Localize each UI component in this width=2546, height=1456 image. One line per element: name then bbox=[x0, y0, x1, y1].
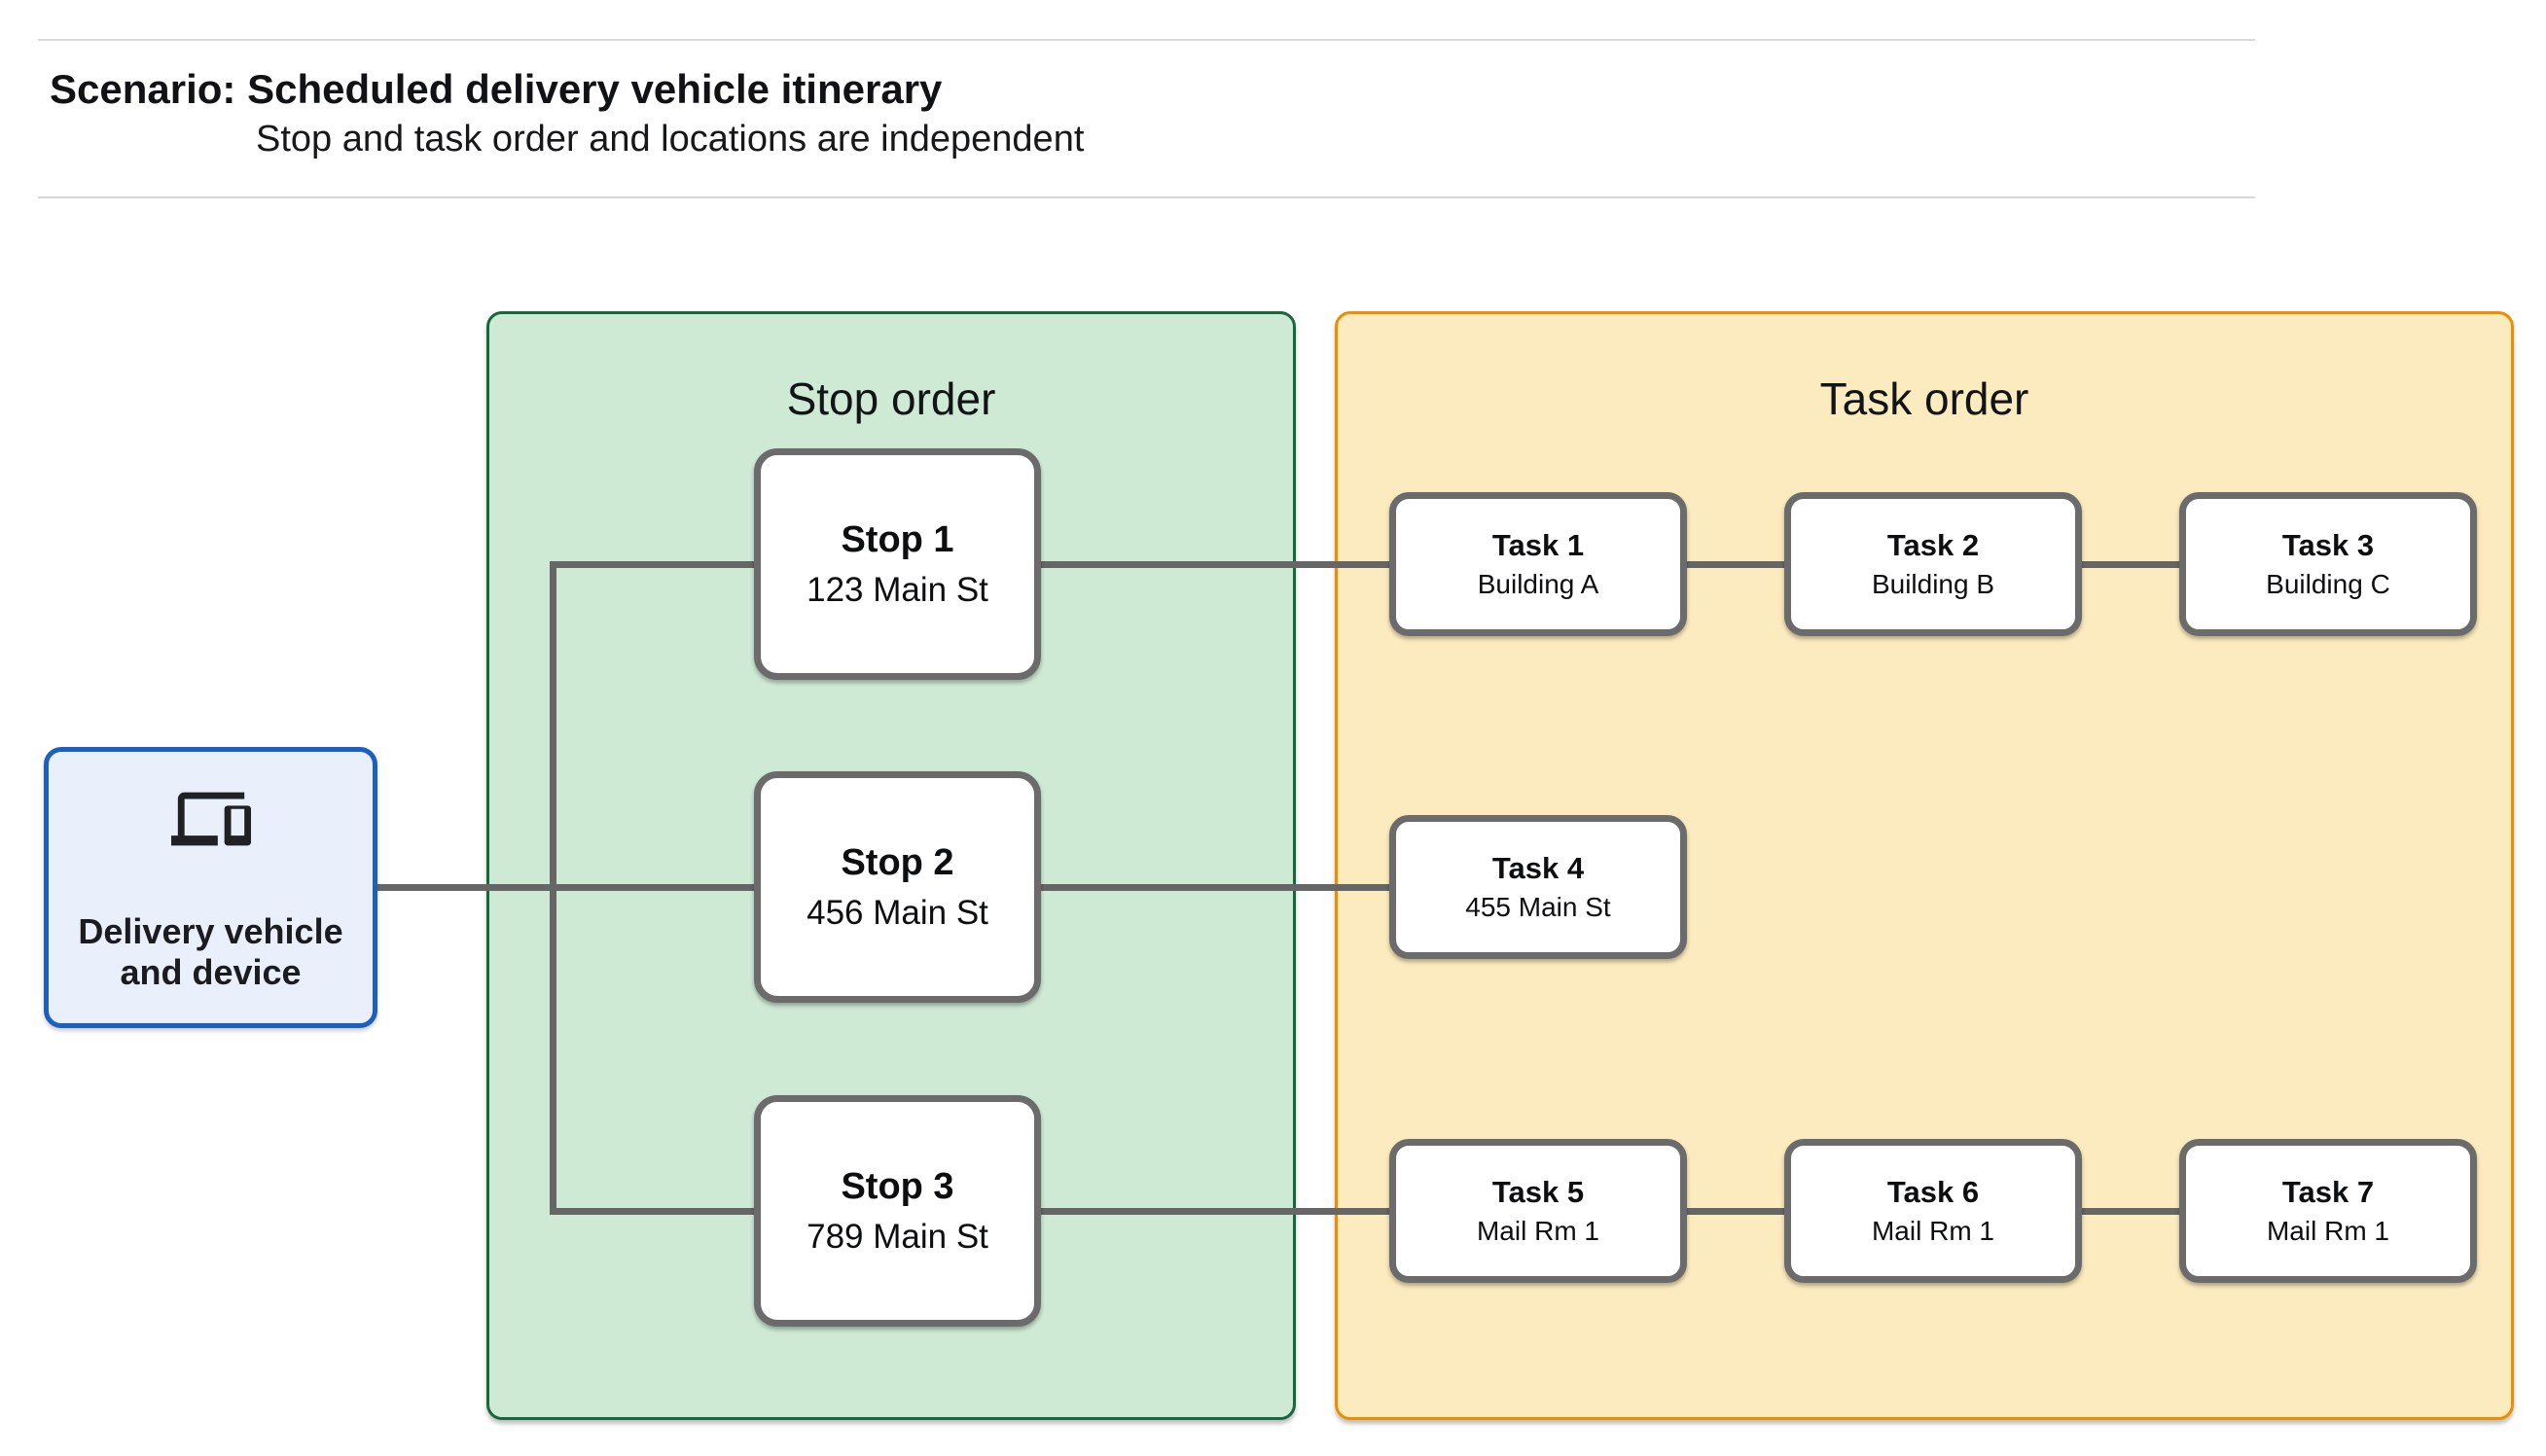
connector-task1-to-task2 bbox=[1687, 561, 1784, 568]
task-name: Task 4 bbox=[1491, 851, 1585, 885]
task-node-2: Task 2 Building B bbox=[1784, 492, 2082, 636]
task-location: Building A bbox=[1477, 569, 1599, 599]
task-node-7: Task 7 Mail Rm 1 bbox=[2179, 1139, 2477, 1283]
task-node-3: Task 3 Building C bbox=[2179, 492, 2477, 636]
task-node-5: Task 5 Mail Rm 1 bbox=[1389, 1139, 1687, 1283]
page-subtitle: Stop and task order and locations are in… bbox=[256, 119, 1085, 160]
stop-order-panel-title: Stop order bbox=[786, 373, 996, 424]
task-name: Task 3 bbox=[2281, 528, 2375, 562]
connector-stop2-to-task4 bbox=[1041, 884, 1389, 891]
task-node-6: Task 6 Mail Rm 1 bbox=[1784, 1139, 2082, 1283]
connector-task6-to-task7 bbox=[2082, 1208, 2179, 1215]
stop-node-1: Stop 1 123 Main St bbox=[754, 448, 1041, 680]
stop-node-3: Stop 3 789 Main St bbox=[754, 1095, 1041, 1327]
stop-name: Stop 1 bbox=[841, 518, 954, 560]
connector-stop3-to-task5 bbox=[1041, 1208, 1389, 1215]
task-name: Task 7 bbox=[2281, 1175, 2375, 1209]
stop-location: 123 Main St bbox=[807, 570, 988, 609]
vehicle-label-line1: Delivery vehicle bbox=[78, 911, 343, 951]
task-name: Task 5 bbox=[1491, 1175, 1585, 1209]
task-name: Task 2 bbox=[1886, 528, 1980, 562]
connector-trunk-to-stop1 bbox=[550, 561, 754, 568]
task-location: Building B bbox=[1871, 569, 1995, 599]
task-location: Building C bbox=[2266, 569, 2390, 599]
task-name: Task 1 bbox=[1491, 528, 1585, 562]
top-divider bbox=[38, 39, 2255, 41]
stop-name: Stop 2 bbox=[841, 841, 954, 883]
task-location: Mail Rm 1 bbox=[1871, 1216, 1994, 1246]
header-divider bbox=[38, 196, 2255, 198]
stop-location: 789 Main St bbox=[807, 1217, 988, 1256]
connector-vehicle-to-trunk bbox=[376, 884, 754, 891]
task-location: Mail Rm 1 bbox=[1476, 1216, 1599, 1246]
task-node-1: Task 1 Building A bbox=[1389, 492, 1687, 636]
vehicle-label-line2: and device bbox=[120, 952, 302, 993]
connector-trunk-vertical bbox=[550, 561, 556, 1215]
connector-task2-to-task3 bbox=[2082, 561, 2179, 568]
task-location: Mail Rm 1 bbox=[2266, 1216, 2389, 1246]
task-location: 455 Main St bbox=[1465, 892, 1611, 922]
task-order-panel-title: Task order bbox=[1819, 373, 2029, 424]
connector-stop1-to-task1 bbox=[1041, 561, 1389, 568]
stop-node-2: Stop 2 456 Main St bbox=[754, 771, 1041, 1003]
stop-location: 456 Main St bbox=[807, 893, 988, 932]
stop-name: Stop 3 bbox=[841, 1165, 954, 1207]
devices-icon bbox=[170, 792, 251, 846]
task-name: Task 6 bbox=[1886, 1175, 1980, 1209]
task-node-4: Task 4 455 Main St bbox=[1389, 815, 1687, 959]
delivery-vehicle-node: Delivery vehicle and device bbox=[44, 747, 377, 1028]
vehicle-label: Delivery vehicle and device bbox=[78, 911, 342, 994]
page-title: Scenario: Scheduled delivery vehicle iti… bbox=[50, 66, 943, 112]
connector-task5-to-task6 bbox=[1687, 1208, 1784, 1215]
connector-trunk-to-stop3 bbox=[550, 1208, 754, 1215]
